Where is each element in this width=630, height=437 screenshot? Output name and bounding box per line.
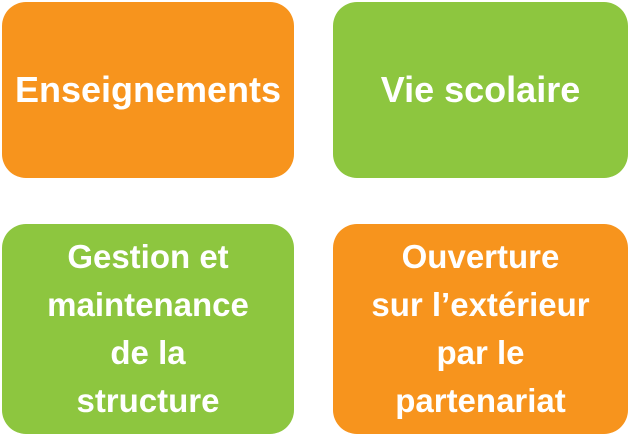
tile-ouverture-exterieur-partenariat[interactable]: Ouverture sur l’extérieur par le partena… [333,224,628,434]
tile-enseignements[interactable]: Enseignements [2,2,294,178]
tile-gestion-maintenance-structure[interactable]: Gestion et maintenance de la structure [2,224,294,434]
tile-label: Gestion et maintenance de la structure [47,238,249,419]
tile-vie-scolaire[interactable]: Vie scolaire [333,2,628,178]
tile-label: Vie scolaire [380,69,581,110]
tile-label: Enseignements [14,69,282,110]
tile-label: Ouverture sur l’extérieur par le partena… [371,238,590,419]
